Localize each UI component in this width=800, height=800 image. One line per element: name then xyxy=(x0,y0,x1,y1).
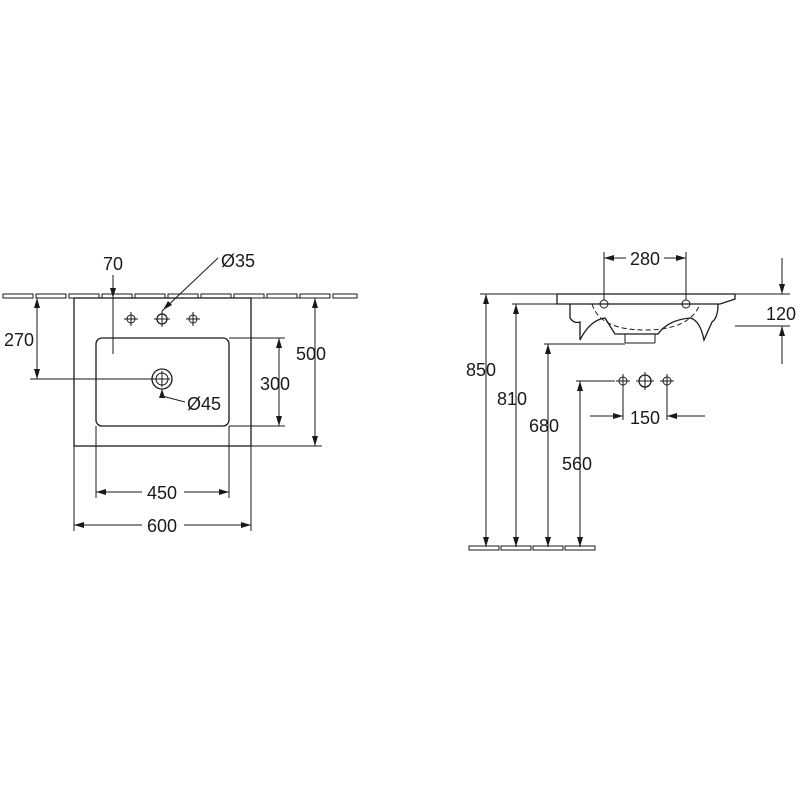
dim-diameter-45: Ø45 xyxy=(187,394,221,414)
tap-holes xyxy=(124,311,200,327)
basin-body xyxy=(569,303,719,343)
plan-view: 70 Ø35 270 500 300 Ø45 xyxy=(2,251,358,536)
dim-70: 70 xyxy=(103,254,123,274)
dim-600: 600 xyxy=(147,516,177,536)
dim-810: 810 xyxy=(497,389,527,409)
dim-850: 850 xyxy=(466,360,496,380)
wall-tap-holes xyxy=(616,372,674,390)
basin-rim xyxy=(556,293,736,305)
bowl-outline xyxy=(95,337,230,427)
bowl-hidden-line xyxy=(591,303,701,331)
dim-680: 680 xyxy=(529,416,559,436)
dim-500: 500 xyxy=(296,344,326,364)
dim-450: 450 xyxy=(147,483,177,503)
dim-300: 300 xyxy=(260,374,290,394)
dim-120: 120 xyxy=(766,304,796,324)
dim-280: 280 xyxy=(630,249,660,269)
floor-tiles xyxy=(468,545,596,551)
basin-outline xyxy=(73,297,252,447)
dim-150: 150 xyxy=(630,408,660,428)
dim-560: 560 xyxy=(562,454,592,474)
side-view: 280 120 850 810 680 560 xyxy=(466,249,796,551)
dim-diameter-35: Ø35 xyxy=(221,251,255,271)
dim-270: 270 xyxy=(4,330,34,350)
